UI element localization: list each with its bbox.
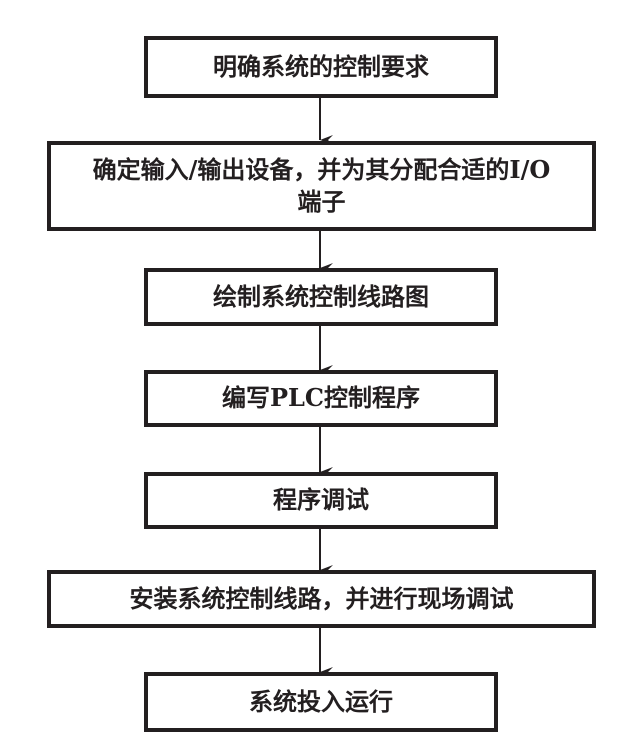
step-1-label: 明确系统的控制要求 (213, 51, 429, 81)
step-6-label: 安装系统控制线路，并进行现场调试 (129, 583, 514, 613)
step-6-box: 安装系统控制线路，并进行现场调试 (47, 570, 596, 628)
step-5-box: 程序调试 (144, 472, 498, 529)
step-3-box: 绘制系统控制线路图 (144, 268, 498, 326)
step-7-label: 系统投入运行 (249, 686, 393, 716)
step-2-label: 确定输入/输出设备，并为其分配合适的I/O端子 (92, 154, 551, 216)
step-4-box: 编写PLC控制程序 (144, 370, 498, 427)
step-4-label: 编写PLC控制程序 (221, 383, 421, 413)
step-5-label: 程序调试 (273, 485, 369, 515)
step-3-label: 绘制系统控制线路图 (213, 281, 429, 311)
step-1-box: 明确系统的控制要求 (144, 36, 498, 98)
step-7-box: 系统投入运行 (144, 672, 498, 732)
step-2-box: 确定输入/输出设备，并为其分配合适的I/O端子 (47, 141, 596, 231)
